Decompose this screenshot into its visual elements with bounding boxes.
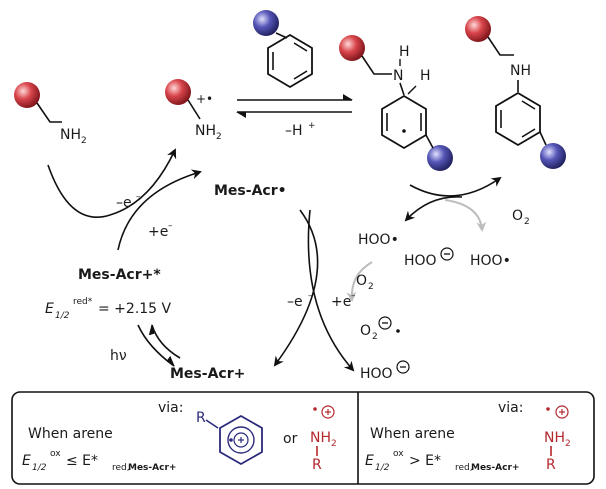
right-amine-nh2: NH	[544, 430, 565, 446]
red-sphere-icon	[465, 16, 491, 42]
panel-right: via: When arene E 1/2 ox > E* red, Mes-A…	[365, 400, 571, 473]
amine-nh2-sub: 2	[81, 136, 87, 146]
mes-acr-plus-label: Mes-Acr+	[170, 366, 245, 382]
condition-panel: via: When arene E 1/2 ox ≤ E* red, Mes-A…	[11, 391, 595, 485]
e-sup-4: –	[351, 291, 356, 301]
cond-left-e: E	[22, 453, 31, 469]
via-right-label: via:	[498, 400, 523, 416]
o2-mid-sub: 2	[368, 282, 374, 292]
e-sup-3: –	[308, 291, 313, 301]
adduct-intermediate: N H H	[339, 35, 453, 171]
cyclohexadienyl-ring	[381, 94, 427, 150]
arene-r-label: R	[196, 410, 206, 426]
o2-mid-label: O	[356, 273, 367, 289]
cond-right-cat: Mes-Acr+	[471, 463, 519, 473]
cond-left-sub: 1/2	[32, 463, 47, 473]
blue-sphere-icon	[540, 143, 566, 169]
adduct-h2-label: H	[420, 68, 431, 84]
e-half-label: E	[45, 301, 54, 317]
adduct-h1-label: H	[399, 44, 410, 60]
plus-e-1-label: +e	[148, 224, 168, 240]
cond-right-sup: ox	[393, 449, 404, 459]
adduct-n-label: N	[393, 68, 403, 84]
red-sphere-icon	[165, 79, 191, 105]
e-sup-2: –	[168, 221, 173, 231]
cond-right-mid: > E*	[409, 453, 441, 469]
e-half-sub: 1/2	[55, 311, 70, 321]
hoo-radical-2-label: HOO•	[470, 253, 511, 269]
mes-acr-radical-label: Mes-Acr•	[214, 183, 287, 199]
cond-left-cat: Mes-Acr+	[128, 463, 176, 473]
minus-e-1-label: –e	[116, 195, 132, 211]
benzene-ring	[267, 33, 313, 89]
hoo-anion-1-label: HOO	[404, 253, 437, 269]
cond-right-e: E	[365, 453, 374, 469]
o2-top-label: O	[512, 208, 523, 224]
red-sphere-icon	[14, 82, 40, 108]
cond-right-red: red,	[455, 463, 473, 473]
o2-anion-sub: 2	[372, 332, 378, 342]
h-plus-sup: +	[308, 121, 316, 131]
minus-h-plus-label: –H	[285, 123, 303, 139]
catalyst-reoxidation: –e – +e – O 2 O 2 HOO	[273, 209, 410, 382]
e-sup-1: –	[136, 192, 141, 202]
blue-sphere-icon	[253, 10, 279, 36]
arene-reagent	[253, 10, 313, 89]
equilibrium-arrows: –H +	[236, 94, 353, 139]
or-label: or	[283, 431, 298, 447]
radcation-nh2-label: NH	[195, 123, 216, 139]
right-amine-r: R	[546, 457, 556, 473]
o2-top-sub: 2	[524, 217, 530, 227]
via-left-label: via:	[158, 400, 183, 416]
cond-left-sup: ox	[50, 449, 61, 459]
left-amine-r: R	[312, 457, 322, 473]
product-ring	[495, 91, 541, 147]
hv-label: hν	[110, 348, 127, 364]
panel-left: via: When arene E 1/2 ox ≤ E* red, Mes-A…	[22, 400, 337, 473]
cond-left-mid: ≤ E*	[66, 453, 98, 469]
blue-sphere-icon	[427, 145, 453, 171]
excited-catalyst: Mes-Acr+* E 1/2 red* = +2.15 V	[45, 267, 172, 321]
left-amine-sub: 2	[331, 439, 337, 449]
hoo-radical-1-label: HOO•	[358, 232, 399, 248]
plus-e-2-label: +e	[331, 294, 351, 310]
aminated-product: NH	[465, 16, 566, 169]
e-half-value: = +2.15 V	[98, 301, 172, 317]
when-arene-right: When arene	[370, 426, 455, 442]
cond-left-red: red,	[112, 463, 130, 473]
amine-nh2-label: NH	[60, 127, 81, 143]
photoexcitation: hν	[110, 324, 181, 367]
amine-radical-cation: +• NH 2	[165, 79, 222, 142]
o2-anion-label: O	[360, 323, 371, 339]
right-amine-sub: 2	[565, 439, 571, 449]
hoo-anion-2-label: HOO	[360, 366, 393, 382]
mes-acr-excited-label: Mes-Acr+*	[78, 267, 161, 283]
red-sphere-icon	[339, 35, 365, 61]
minus-e-2-label: –e	[287, 294, 303, 310]
left-set-arc: –e – +e –	[47, 148, 202, 251]
radcation-nh2-sub: 2	[216, 132, 222, 142]
product-nh-label: NH	[510, 63, 531, 79]
radical-cation-charge: +•	[196, 92, 213, 106]
e-half-sup: red*	[73, 297, 93, 307]
left-amine-nh2: NH	[310, 430, 331, 446]
rearomatization-arrows: O 2 HOO• HOO HOO•	[358, 176, 530, 269]
cond-right-sub: 1/2	[375, 463, 390, 473]
amine-reactant: NH 2	[14, 82, 87, 146]
when-arene-left: When arene	[28, 426, 113, 442]
arene-radical-cation-ring	[219, 414, 263, 466]
